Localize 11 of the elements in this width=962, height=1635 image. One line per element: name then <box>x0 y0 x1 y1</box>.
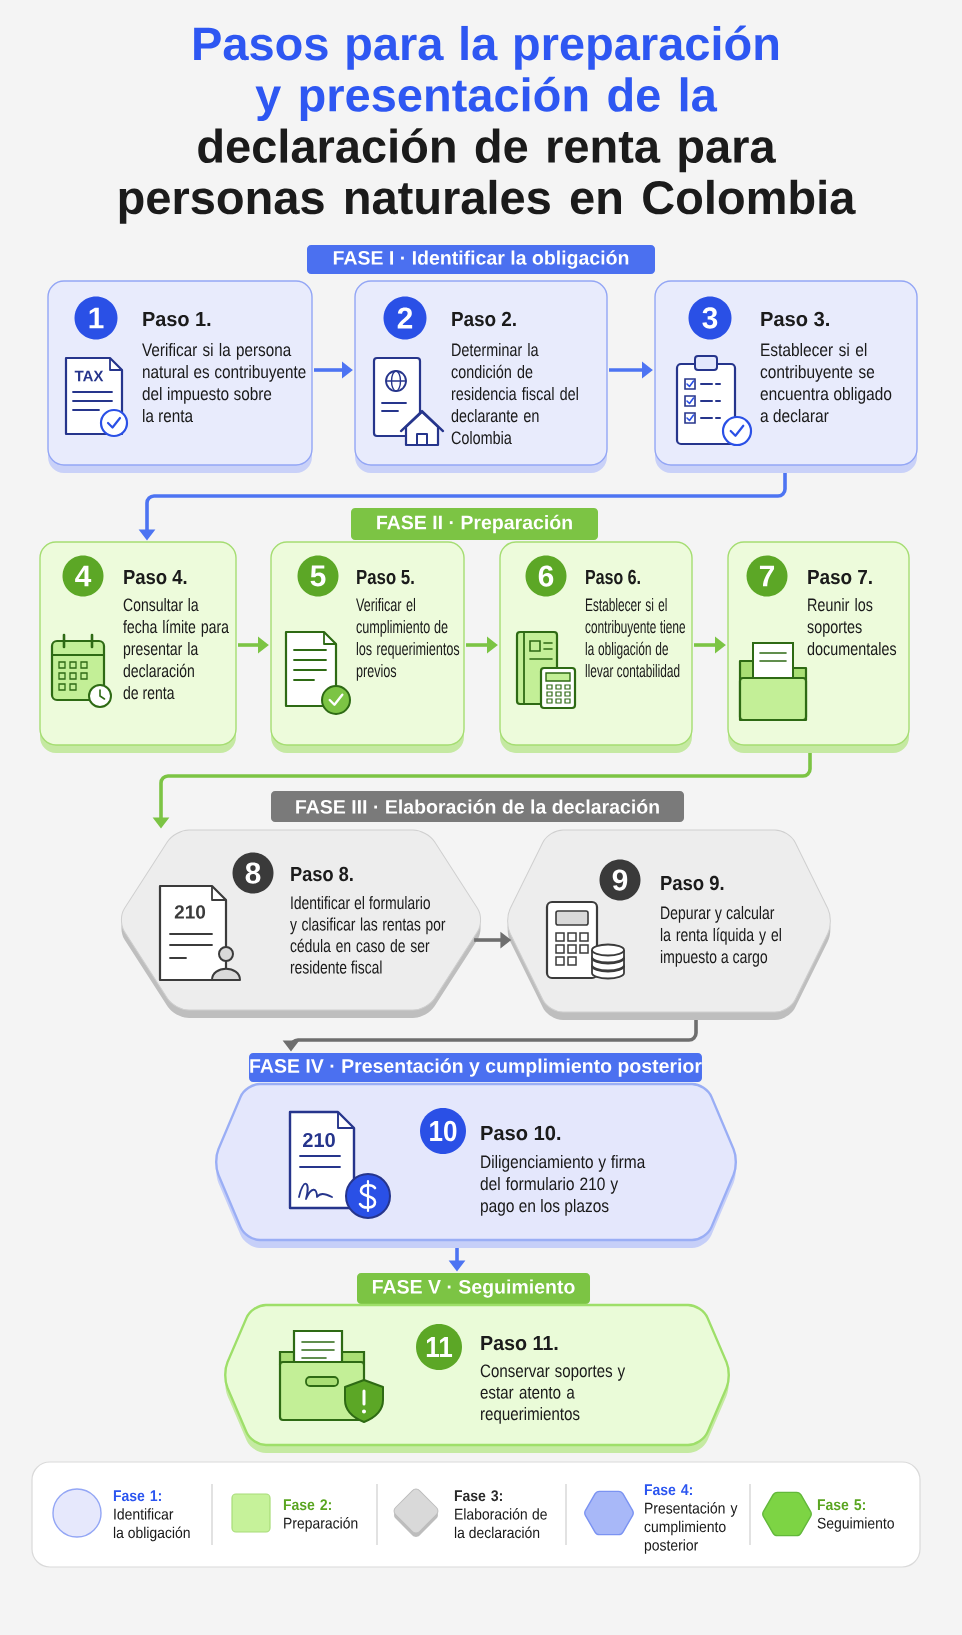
title: Pasos para la preparación y presentación de la declaración de renta para personas naturales en Colombia <box>119 25 856 224</box>
phase-banner: FASE I · Identificar la obligación <box>307 245 655 274</box>
phase-banner: FASE III · Elaboración de la declaración <box>271 791 684 822</box>
phase-banner: FASE IV · Presentación y cumplimiento posterior <box>249 1053 702 1082</box>
legend-text: Fase 1: Identificar la obligación <box>113 1490 190 1542</box>
legend-text: Fase 5: Seguimiento <box>817 1499 894 1532</box>
legend-text: Fase 4: Presentación y cumplimiento posterior <box>644 1484 738 1554</box>
phase-banner: FASE V · Seguimiento <box>357 1273 590 1304</box>
phase-banner: FASE II · Preparación <box>351 508 598 540</box>
legend-text: Fase 3: Elaboración de la declaración <box>454 1490 547 1539</box>
legend-text: Fase 2: Preparación <box>283 1499 358 1532</box>
